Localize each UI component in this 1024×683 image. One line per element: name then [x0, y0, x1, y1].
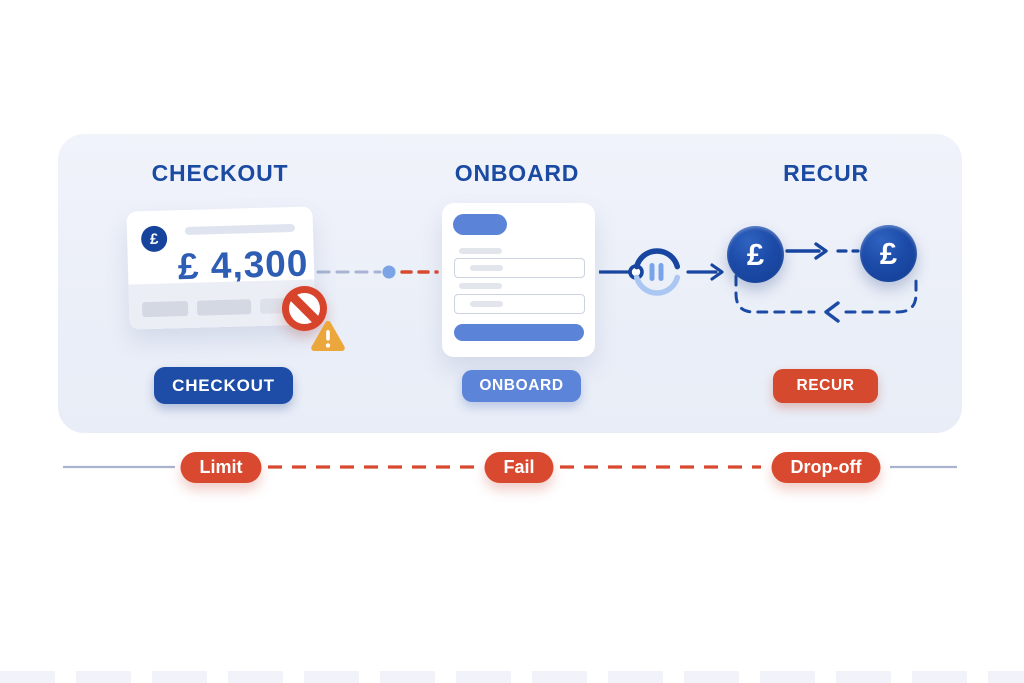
stage-heading-checkout: CHECKOUT	[151, 160, 289, 186]
checkout-button[interactable]: CHECKOUT	[154, 367, 293, 404]
recur-button[interactable]: RECUR	[773, 369, 878, 403]
pound-coin-icon: £	[860, 225, 917, 282]
pound-coin-icon: £	[727, 226, 784, 283]
bottom-decorative-strip	[0, 671, 1024, 683]
form-input-placeholder-bar	[470, 301, 503, 307]
form-field-label	[459, 283, 502, 289]
warning-icon	[311, 320, 345, 351]
issue-pill-fail: Fail	[484, 452, 554, 483]
pound-badge-symbol: £	[149, 230, 159, 248]
coin-symbol: £	[746, 236, 765, 272]
card-skeleton-bar	[141, 300, 189, 318]
onboard-form-card	[442, 203, 595, 357]
stage-heading-onboard: ONBOARD	[454, 160, 580, 186]
blocked-icon	[282, 286, 327, 331]
onboard-button[interactable]: ONBOARD	[462, 370, 581, 402]
pound-badge-icon: £	[140, 225, 168, 253]
form-input-field[interactable]	[454, 294, 585, 314]
issue-pill-dropoff: Drop-off	[771, 452, 881, 483]
form-submit-bar[interactable]	[454, 324, 584, 341]
form-header-pill	[453, 214, 507, 235]
form-input-field[interactable]	[454, 258, 585, 278]
stage-heading-recur: RECUR	[783, 160, 869, 186]
card-skeleton-bar	[196, 299, 252, 316]
form-input-placeholder-bar	[470, 265, 503, 271]
form-field-label	[459, 248, 502, 254]
issue-pill-limit: Limit	[180, 452, 262, 483]
card-skeleton-bar	[184, 223, 296, 235]
coin-symbol: £	[879, 235, 898, 271]
